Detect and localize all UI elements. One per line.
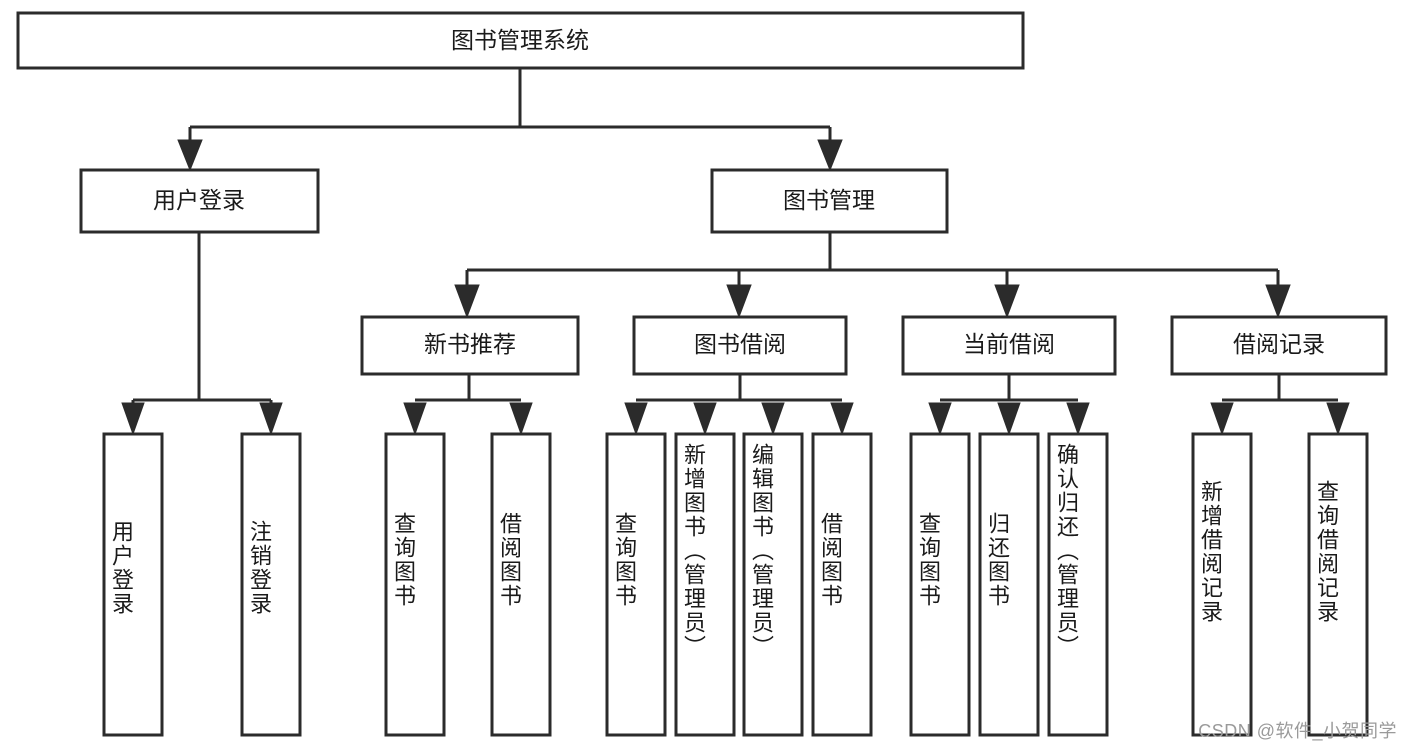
leaf-box-cb-query-book[interactable] [909, 432, 971, 737]
leaf-box-bb-borrow-book[interactable] [811, 432, 873, 737]
node-current-borrow-box[interactable] [901, 315, 1117, 376]
arrow-head-leaf-bb4 [830, 402, 854, 436]
node-current-borrow-label: 当前借阅 [963, 331, 1055, 357]
arrow-head-leaf-bb3 [761, 402, 785, 436]
leaf-box-bb-edit-book[interactable] [742, 432, 804, 737]
connector-currentborrow-to-leaves [928, 374, 1090, 436]
leaf-box-cb-confirm-return[interactable] [1047, 432, 1109, 737]
arrow-head-book-borrow [726, 284, 752, 319]
node-borrow-record-label: 借阅记录 [1233, 331, 1325, 357]
connector-root-to-level2 [177, 67, 843, 172]
node-book-borrow-box[interactable] [632, 315, 848, 376]
node-user-login-box[interactable] [79, 168, 320, 234]
node-borrow-record-box[interactable] [1170, 315, 1388, 376]
arrow-head-leaf-logout [259, 402, 283, 436]
leaf-box-user-login[interactable] [102, 432, 164, 737]
arrow-head-leaf-user-login [121, 402, 145, 436]
leaf-box-br-query-record[interactable] [1307, 432, 1369, 737]
node-root-box[interactable] [16, 11, 1025, 70]
node-new-book-recommend-box[interactable] [360, 315, 580, 376]
arrow-head-book-manage [817, 139, 843, 172]
node-book-borrow-label: 图书借阅 [694, 331, 786, 357]
node-root-label: 图书管理系统 [451, 27, 589, 53]
arrow-head-leaf-nb1 [403, 402, 427, 436]
arrow-head-user-login [177, 139, 203, 172]
node-book-manage-label: 图书管理 [783, 187, 875, 213]
connector-borrowrecord-to-leaves [1210, 374, 1350, 436]
arrow-head-current-borrow [994, 284, 1020, 319]
connector-newbook-to-leaves [403, 374, 533, 436]
arrow-head-new-book [454, 284, 480, 319]
connector-bookmanage-to-level3 [454, 232, 1291, 319]
arrow-head-leaf-br2 [1326, 402, 1350, 436]
arrow-head-leaf-nb2 [509, 402, 533, 436]
leaf-box-bb-add-book[interactable] [674, 432, 736, 737]
arrow-head-leaf-bb1 [624, 402, 648, 436]
leaf-box-br-add-record[interactable] [1191, 432, 1253, 737]
leaf-box-cb-return-book[interactable] [978, 432, 1040, 737]
leaf-box-logout[interactable] [240, 432, 302, 737]
connector-bookborrow-to-leaves [624, 374, 854, 436]
arrow-head-leaf-cb1 [928, 402, 952, 436]
arrow-head-borrow-record [1265, 284, 1291, 319]
arrow-head-leaf-cb2 [997, 402, 1021, 436]
leaf-box-nb-query-book[interactable] [384, 432, 446, 737]
node-user-login-label: 用户登录 [153, 187, 245, 213]
node-book-manage-box[interactable] [710, 168, 949, 234]
leaf-box-bb-query-book[interactable] [605, 432, 667, 737]
arrow-head-leaf-cb3 [1066, 402, 1090, 436]
connector-userlogin-to-leaves [121, 232, 283, 436]
arrow-head-leaf-bb2 [693, 402, 717, 436]
arrow-head-leaf-br1 [1210, 402, 1234, 436]
node-new-book-recommend-label: 新书推荐 [424, 331, 516, 357]
csdn-watermark: CSDN @软件_小贺同学 [1198, 721, 1397, 741]
leaf-box-nb-borrow-book[interactable] [490, 432, 552, 737]
